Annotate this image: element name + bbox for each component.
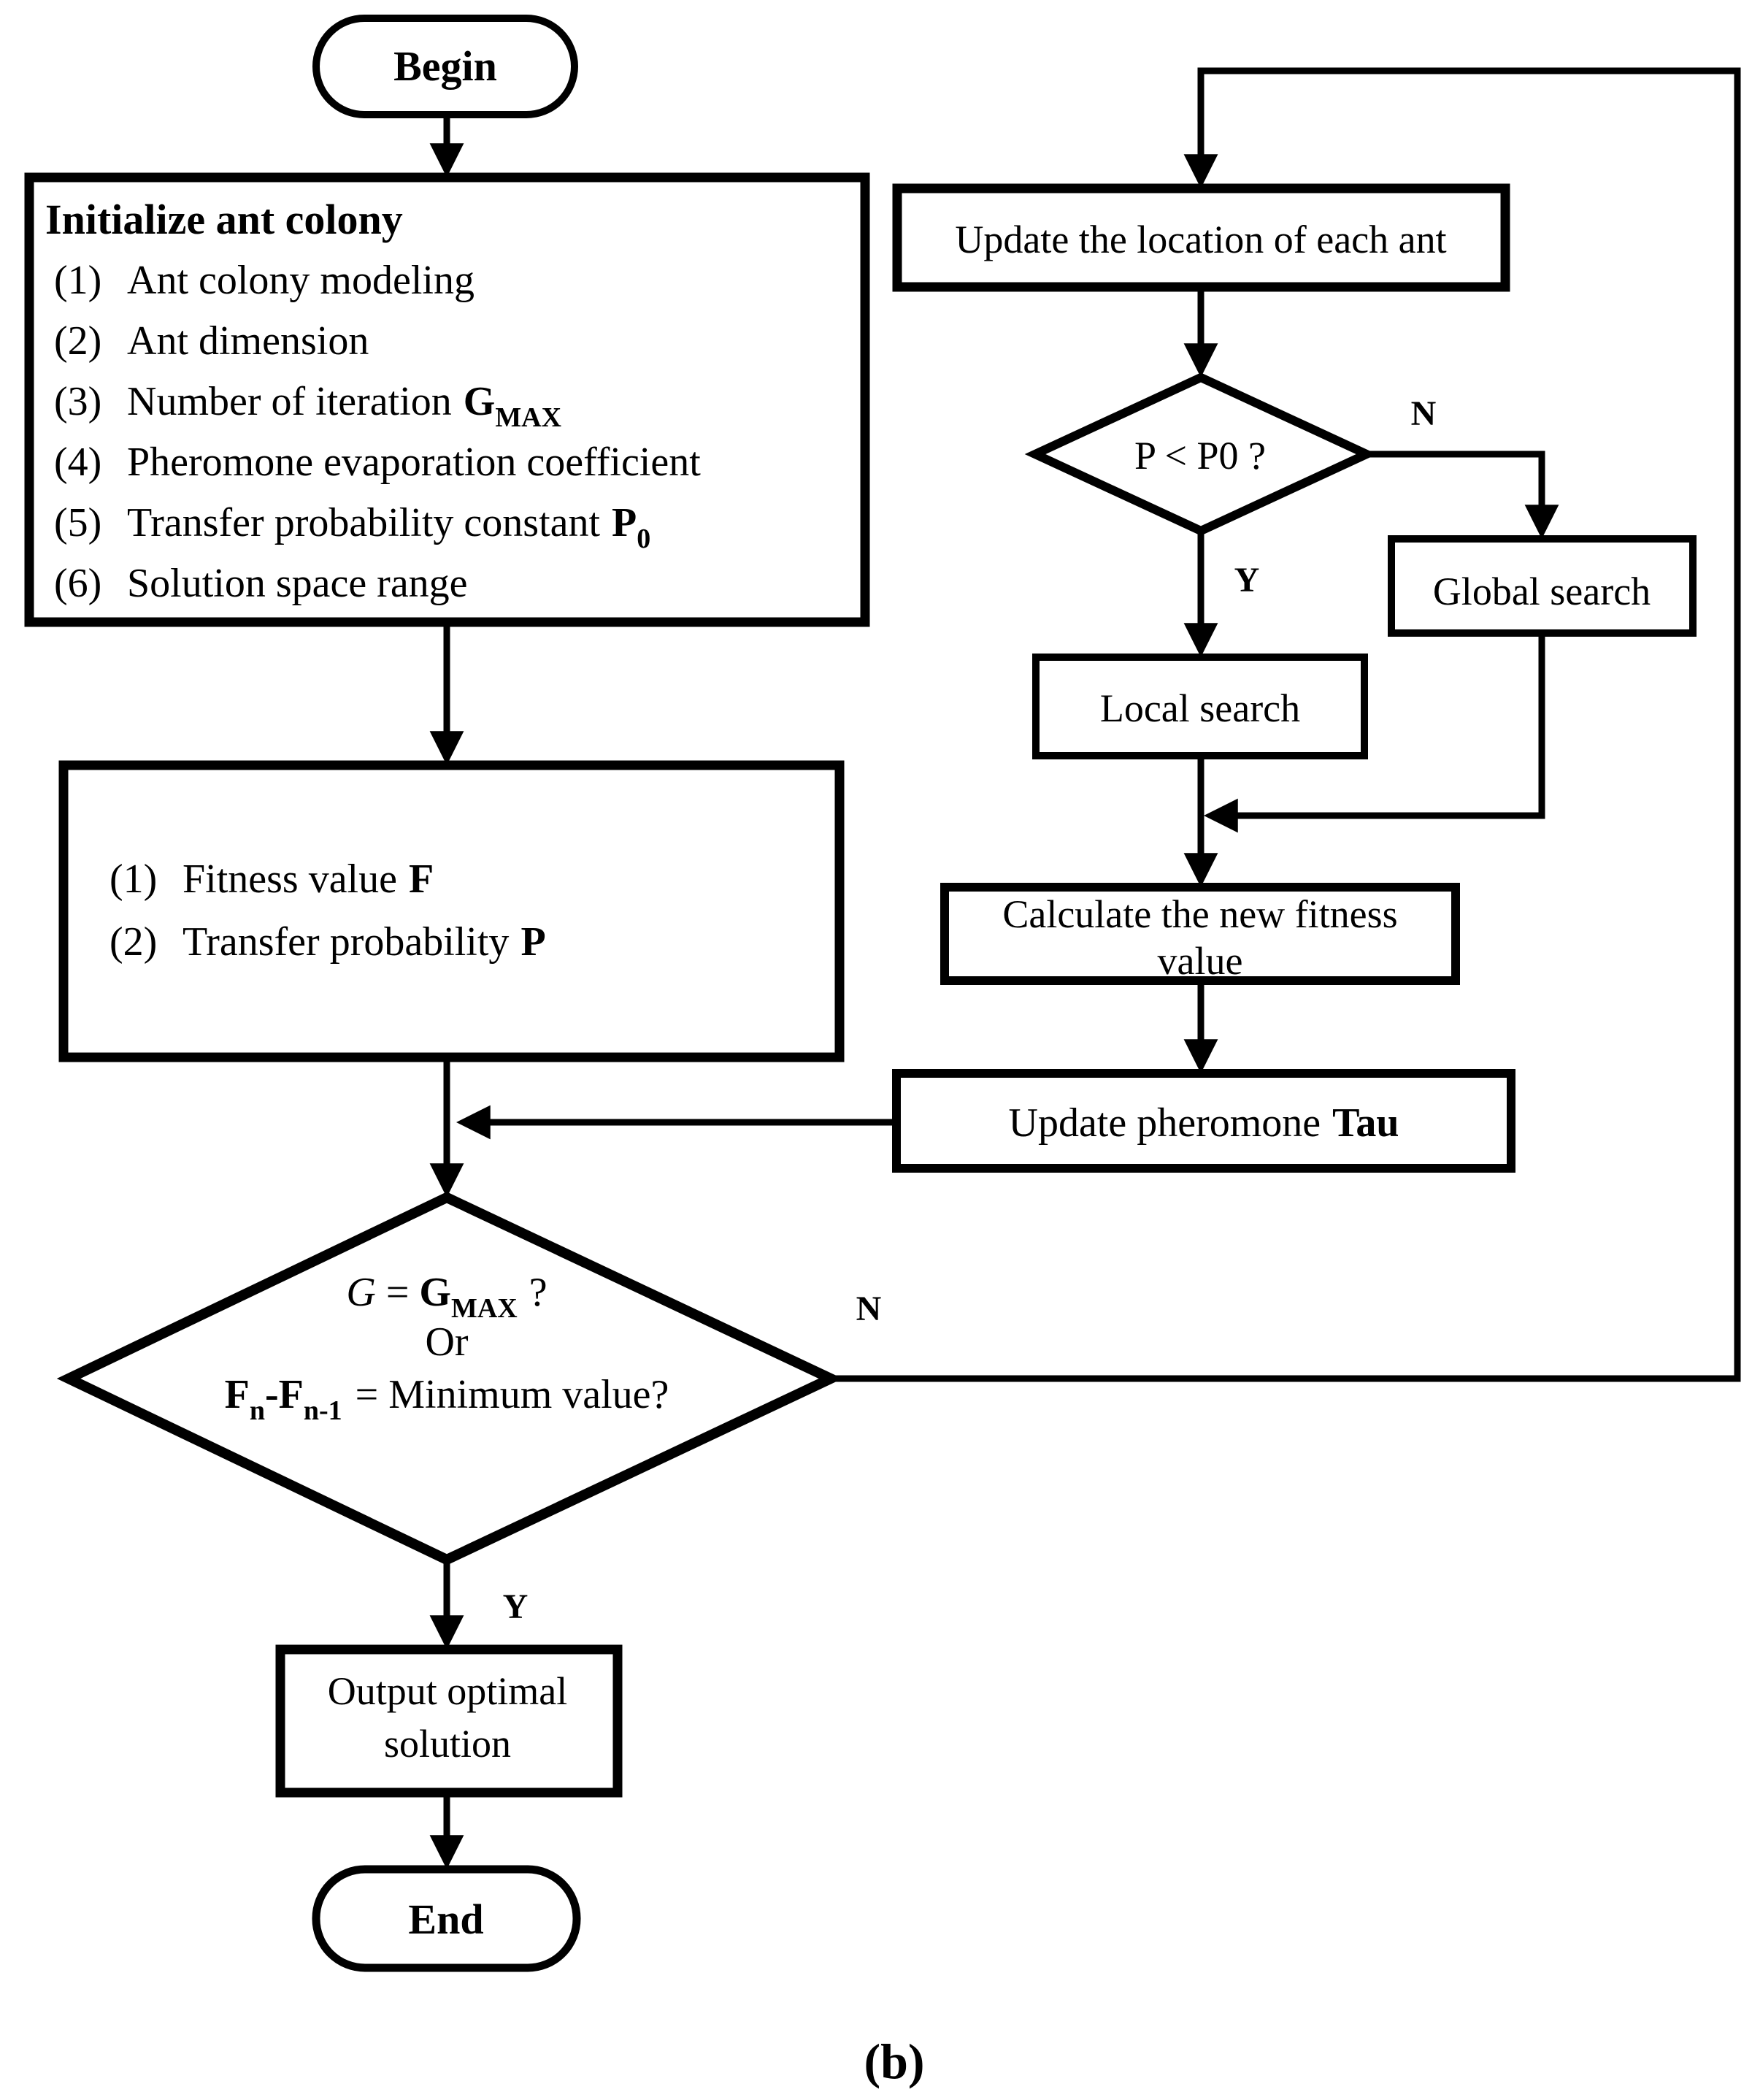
edge-stop-no-loop-to-update-location [831, 67, 1741, 1382]
initialize-item-6: (6)Solution space range [54, 561, 468, 606]
stop-decision-diamond-shape [56, 1192, 843, 1566]
calc-fitness-process-shape [940, 883, 1460, 985]
node-initialize-ant-colony: Initialize ant colony (1)Ant colony mode… [24, 172, 870, 627]
update-location-label: Update the location of each ant [955, 218, 1446, 261]
figure-caption: (b) [864, 2034, 924, 2089]
calc-fitness-line2: value [1158, 939, 1243, 983]
stop-decision-line1: G=GMAX? [346, 1270, 547, 1324]
initialize-item-2: (2)Ant dimension [54, 318, 369, 364]
stop-decision-line3: Fn-Fn-1= Minimum value? [225, 1372, 669, 1426]
p-no-label: N [1411, 394, 1437, 433]
stop-decision-line2: Or [425, 1319, 468, 1365]
node-output: Output optimal solution [275, 1644, 623, 1798]
output-line1: Output optimal [328, 1669, 567, 1713]
end-label: End [408, 1896, 483, 1943]
edge-global-search-merge [1203, 633, 1545, 833]
evaluate-process-shape [58, 760, 845, 1062]
node-end: End [312, 1865, 581, 1972]
global-search-process-shape [1388, 535, 1697, 637]
update-pheromone-process-shape [892, 1069, 1515, 1173]
node-local-search: Local search [1032, 654, 1368, 759]
node-begin: Begin [312, 15, 578, 118]
initialize-item-1: (1)Ant colony modeling [54, 258, 474, 303]
node-calc-fitness: Calculate the new fitness value [940, 883, 1460, 985]
node-update-location: Update the location of each ant [892, 183, 1510, 292]
output-process-shape [275, 1644, 623, 1798]
begin-terminator-shape [312, 15, 578, 118]
node-p-decision: P < P0 ? [1024, 372, 1378, 536]
update-location-process-shape [892, 183, 1510, 292]
stop-no-label: N [856, 1289, 882, 1328]
begin-label: Begin [393, 42, 497, 90]
edge-p-no-to-global-search [1367, 451, 1559, 540]
initialize-title: Initialize ant colony [45, 196, 403, 243]
p-yes-label: Y [1234, 561, 1260, 599]
local-search-label: Local search [1100, 686, 1300, 730]
p-decision-label: P < P0 ? [1134, 434, 1266, 478]
local-search-process-shape [1032, 654, 1368, 759]
global-search-label: Global search [1433, 570, 1651, 613]
p-decision-diamond-shape [1024, 372, 1378, 536]
stop-yes-label: Y [503, 1587, 529, 1626]
node-stop-decision: G=GMAX? Or Fn-Fn-1= Minimum value? [56, 1192, 843, 1566]
edges [429, 67, 1741, 1870]
initialize-process-shape [24, 172, 870, 627]
initialize-item-4: (4)Pheromone evaporation coefficient [54, 440, 701, 485]
calc-fitness-line1: Calculate the new fitness [1002, 892, 1397, 936]
node-global-search: Global search [1388, 535, 1697, 637]
output-line2: solution [384, 1722, 511, 1766]
end-terminator-shape [312, 1865, 581, 1972]
